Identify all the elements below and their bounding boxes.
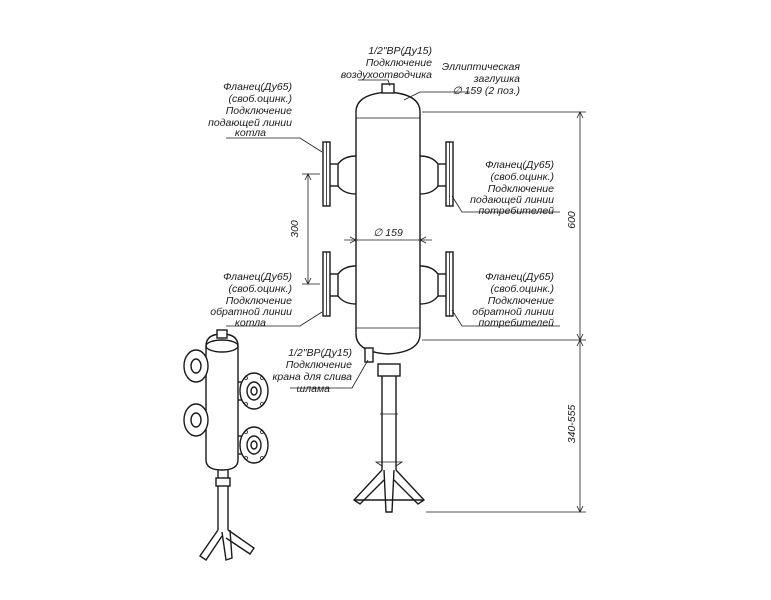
- top-elliptical-cap: [355, 91, 421, 113]
- leader-lines: [226, 79, 560, 389]
- callout-supply-consumer-line-2: (своб.оцинк.): [491, 171, 555, 183]
- dimension-300-label: 300: [289, 220, 301, 238]
- callout-supply-consumer-line-4: подающей линии: [470, 194, 554, 206]
- bottom-elliptical-cap: [355, 333, 421, 355]
- callout-air-vent: 1/2"ВР(Ду15) Подключение воздухоотводчик…: [341, 45, 432, 81]
- callout-return-boiler-line-3: Подключение: [226, 295, 292, 307]
- flange-supply-consumer: [419, 141, 454, 207]
- iso-flange-right-upper: [239, 372, 269, 410]
- callout-drain-line-3: крана для слива: [272, 371, 352, 383]
- dimension-300: [302, 173, 320, 285]
- isometric-view: [183, 329, 269, 561]
- callout-supply-boiler-line-2: (своб.оцинк.): [229, 93, 293, 105]
- callout-supply-boiler-line-3: Подключение: [226, 105, 292, 117]
- dimension-340-555-label: 340-555: [566, 405, 578, 444]
- iso-leg-left: [199, 529, 223, 561]
- callout-return-boiler: Фланец(Ду65) (своб.оцинк.) Подключение о…: [210, 271, 292, 329]
- stand-leg-right: [393, 469, 426, 505]
- callout-return-consumer-line-1: Фланец(Ду65): [485, 271, 554, 283]
- stand-collar: [377, 363, 401, 377]
- flange-return-boiler: [322, 251, 357, 317]
- callout-air-vent-line-1: 1/2"ВР(Ду15): [368, 45, 432, 57]
- callout-supply-consumer-line-3: Подключение: [488, 183, 554, 195]
- iso-flange-left-upper: [183, 349, 209, 383]
- callout-end-cap-line-2: заглушка: [473, 73, 520, 85]
- callout-return-consumer-line-4: обратной линии: [472, 306, 554, 318]
- callout-return-consumer: Фланец(Ду65) (своб.оцинк.) Подключение о…: [472, 271, 554, 329]
- iso-leg-center: [221, 529, 233, 561]
- flange-supply-boiler: [322, 141, 357, 207]
- drain-nipple: [364, 347, 374, 363]
- callout-drain-line-2: Подключение: [286, 359, 352, 371]
- iso-flange-right-lower: [239, 426, 269, 464]
- callout-return-boiler-line-5: котла: [235, 317, 266, 329]
- air-vent-nipple: [381, 83, 395, 94]
- callout-supply-boiler-line-5: котла: [235, 127, 266, 139]
- callout-supply-boiler-line-4: подающей линии: [208, 117, 292, 129]
- callout-supply-consumer-line-5: потребителей: [478, 205, 554, 217]
- dimension-diameter: [344, 236, 432, 244]
- stand-leg-left: [352, 469, 385, 505]
- iso-flange-left-lower: [183, 403, 209, 437]
- callout-supply-consumer-line-1: Фланец(Ду65): [485, 159, 554, 171]
- callout-drain-line-1: 1/2"ВР(Ду15): [288, 347, 352, 359]
- callout-drain: 1/2"ВР(Ду15) Подключение крана для слива…: [272, 347, 352, 395]
- callout-end-cap: Эллиптическая заглушка ∅ 159 (2 поз.): [442, 61, 521, 97]
- dimension-diameter-label: ∅ 159: [373, 227, 403, 239]
- dimension-600-label: 600: [566, 211, 578, 229]
- callout-supply-consumer: Фланец(Ду65) (своб.оцинк.) Подключение п…: [470, 159, 554, 217]
- callout-return-consumer-line-2: (своб.оцинк.): [491, 283, 555, 295]
- callout-return-boiler-line-2: (своб.оцинк.): [229, 283, 293, 295]
- callout-air-vent-line-2: Подключение: [366, 57, 432, 69]
- callout-return-consumer-line-3: Подключение: [488, 295, 554, 307]
- iso-vessel-body: [205, 333, 239, 471]
- callout-end-cap-line-3: ∅ 159 (2 поз.): [452, 85, 520, 97]
- callout-end-cap-line-1: Эллиптическая: [442, 61, 521, 73]
- callout-return-boiler-line-4: обратной линии: [210, 306, 292, 318]
- callout-air-vent-line-3: воздухоотводчика: [341, 69, 432, 81]
- iso-leg-right: [225, 529, 255, 555]
- callout-return-consumer-line-5: потребителей: [478, 317, 554, 329]
- main-vessel: [355, 83, 421, 363]
- callout-supply-boiler-line-1: Фланец(Ду65): [223, 81, 292, 93]
- callout-drain-line-4: шлама: [296, 383, 330, 395]
- support-stand: [352, 363, 426, 513]
- stand-leg-center: [383, 469, 395, 513]
- callout-return-boiler-line-1: Фланец(Ду65): [223, 271, 292, 283]
- dimension-340-555: [426, 339, 586, 513]
- flange-return-consumer: [419, 251, 454, 317]
- callout-supply-boiler: Фланец(Ду65) (своб.оцинк.) Подключение п…: [208, 81, 292, 139]
